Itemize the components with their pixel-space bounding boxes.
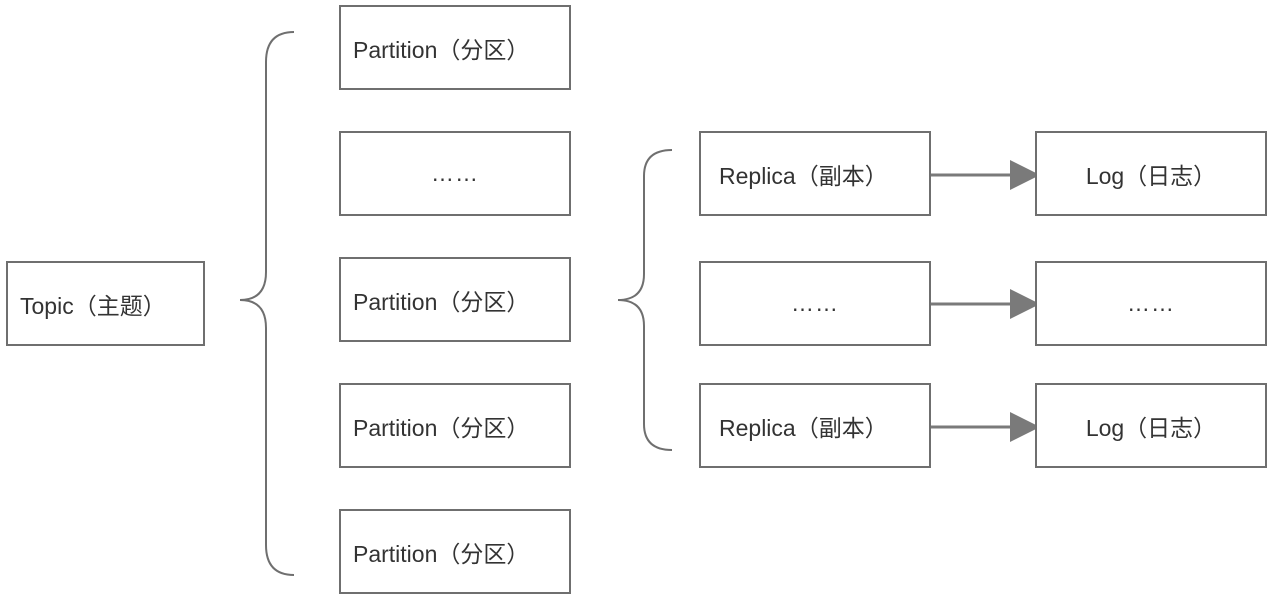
replica-box-ellipsis: …… [699,261,931,346]
topic-box: Topic（主题） [6,261,205,346]
partition-brace [617,149,673,451]
log-ellipsis-label: …… [1127,290,1175,316]
replica-box-1: Replica（副本） [699,131,931,216]
partition-box-ellipsis: …… [339,131,571,216]
log-box-2: Log（日志） [1035,383,1267,468]
log-box-ellipsis: …… [1035,261,1267,346]
replica-box-2: Replica（副本） [699,383,931,468]
partition-ellipsis-label: …… [431,160,479,186]
partition-box-3: Partition（分区） [339,383,571,468]
topic-brace [239,31,295,576]
partition-box-4: Partition（分区） [339,509,571,594]
log-label: Log（日志） [1085,414,1217,441]
replica-label: Replica（副本） [719,414,888,441]
log-label: Log（日志） [1085,162,1217,189]
replica-label: Replica（副本） [719,162,888,189]
partition-box-1: Partition（分区） [339,5,571,90]
log-box-1: Log（日志） [1035,131,1267,216]
partition-box-2: Partition（分区） [339,257,571,342]
partition-label: Partition（分区） [353,36,530,63]
partition-label: Partition（分区） [353,288,530,315]
replica-ellipsis-label: …… [791,290,839,316]
topic-label: Topic（主题） [20,292,166,319]
partition-label: Partition（分区） [353,540,530,567]
partition-label: Partition（分区） [353,414,530,441]
